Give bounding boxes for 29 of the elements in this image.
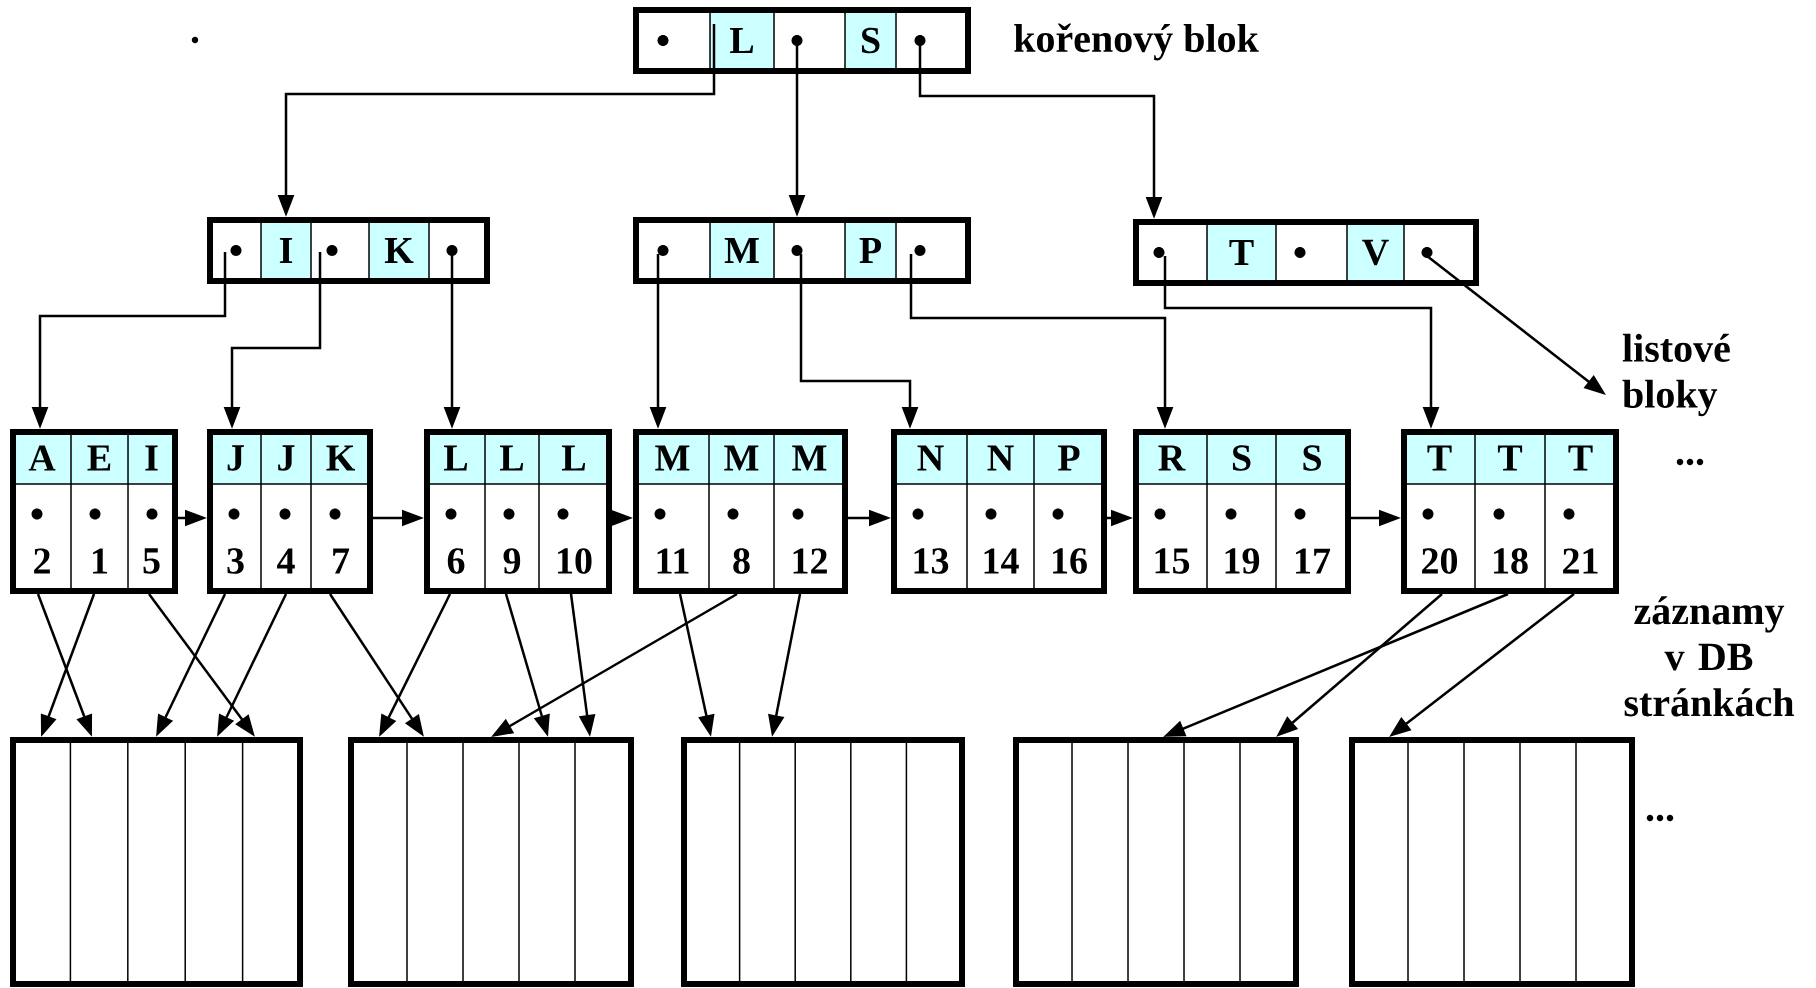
leaf-block: L L L 6 9 10 — [424, 429, 612, 594]
leaf-block: N N P 13 14 16 — [891, 429, 1107, 594]
node-label: T — [1568, 445, 1593, 471]
leaf-block: M M M 11 8 12 — [633, 429, 848, 594]
leaf-block: J J K 3 4 7 — [207, 429, 373, 594]
node-label: 18 — [1494, 548, 1528, 574]
index-block: T V — [1133, 219, 1479, 286]
leaf-block: R S S 15 19 17 — [1133, 429, 1351, 594]
node-label: T — [1497, 445, 1523, 471]
page-box — [348, 737, 634, 987]
node-label: T — [1427, 445, 1452, 471]
block-caption: kořenový blok — [1014, 23, 1259, 61]
ellipsis: ... — [1676, 458, 1704, 466]
node-label: L — [729, 28, 754, 53]
leaf-block: T T T 20 18 21 — [1401, 429, 1619, 594]
node-label: 20 — [1422, 548, 1458, 574]
page-box — [1013, 737, 1299, 987]
caption-text: listové bloky — [1622, 333, 1730, 417]
node-label: 21 — [1563, 548, 1598, 574]
ellipsis: ... — [1646, 814, 1674, 822]
page-box — [10, 737, 303, 987]
dot-mark: . — [191, 36, 199, 44]
node-label: S — [861, 27, 880, 54]
caption-text: záznamy v DB stránkách — [1624, 596, 1794, 717]
index-block: I K — [207, 217, 490, 284]
index-block: M P — [633, 217, 971, 284]
root-block: L S — [633, 7, 971, 74]
leaf-block: A E I 2 1 5 — [10, 429, 178, 594]
page-box — [681, 737, 965, 987]
